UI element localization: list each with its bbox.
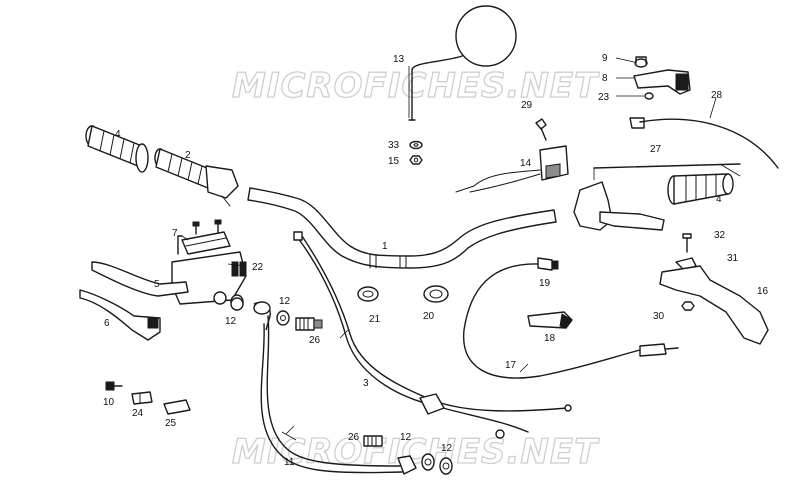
cable-boot	[527, 311, 573, 329]
callout-24: 24	[132, 408, 144, 419]
callout-19: 19	[539, 278, 551, 289]
throttle-grip	[154, 148, 239, 207]
cable-clamp-b	[423, 285, 449, 303]
callout-23: 23	[598, 92, 610, 103]
screw-small	[105, 381, 123, 391]
clutch-lever-left	[79, 289, 161, 341]
brake-lever	[91, 261, 189, 297]
banjo-bolt-a	[295, 317, 323, 331]
handlebar	[247, 187, 557, 269]
callout-20: 20	[423, 311, 435, 322]
right-controls	[573, 163, 741, 231]
callout-18: 18	[544, 333, 556, 344]
callout-28: 28	[711, 90, 723, 101]
banjo-bolt-b	[363, 435, 383, 447]
callout-9: 9	[602, 53, 608, 64]
clutch-lever-right	[659, 265, 769, 345]
callout-12-a: 12	[225, 316, 237, 327]
callout-30: 30	[653, 311, 665, 322]
callout-27: 27	[650, 144, 662, 155]
callout-13: 13	[393, 54, 405, 65]
banjo-washer-b	[276, 310, 290, 326]
callout-12-b: 12	[279, 296, 291, 307]
cable-end-boot	[163, 399, 191, 415]
choke-cable	[629, 97, 779, 169]
kill-switch	[455, 145, 569, 193]
callout-2: 2	[185, 150, 191, 161]
callout-29: 29	[521, 100, 533, 111]
callout-16: 16	[757, 286, 769, 297]
callout-12-d: 12	[441, 443, 453, 454]
callout-4-right: 4	[716, 194, 722, 205]
cable-clamp-a	[357, 286, 379, 302]
callout-7: 7	[172, 228, 178, 239]
callout-15: 15	[388, 156, 400, 167]
switch-pin	[131, 391, 153, 405]
watermark-top: MICROFICHES.NET	[232, 66, 600, 106]
clutch-cable	[463, 263, 679, 379]
banjo-washer-c	[421, 453, 435, 471]
callout-6: 6	[104, 318, 110, 329]
callout-26-b: 26	[348, 432, 360, 443]
mirror-nut	[409, 155, 423, 165]
throttle-cables	[293, 231, 572, 439]
lever-nut	[681, 301, 695, 311]
callout-5: 5	[154, 279, 160, 290]
bracket-clamp	[615, 56, 691, 100]
mirror-washer	[409, 140, 423, 150]
callout-31: 31	[727, 253, 739, 264]
callout-25: 25	[165, 418, 177, 429]
callout-14: 14	[520, 158, 532, 169]
callout-21: 21	[369, 314, 381, 325]
brake-hose	[253, 301, 417, 475]
callout-22: 22	[252, 262, 264, 273]
callout-26-a: 26	[309, 335, 321, 346]
callout-17: 17	[505, 360, 517, 371]
switch-bolt	[535, 118, 547, 141]
callout-33: 33	[388, 140, 400, 151]
callout-8: 8	[602, 73, 608, 84]
callout-3: 3	[363, 378, 369, 389]
callout-12-c: 12	[400, 432, 412, 443]
left-grip	[85, 125, 149, 173]
cable-adjuster	[537, 257, 559, 271]
callout-32: 32	[714, 230, 726, 241]
banjo-washer-a	[230, 297, 244, 311]
callout-11: 11	[284, 457, 295, 468]
mirror	[408, 5, 517, 121]
callout-10: 10	[103, 397, 115, 408]
callout-4-left: 4	[115, 129, 121, 140]
callout-1: 1	[382, 241, 388, 252]
brake-master-cylinder	[171, 219, 247, 310]
lever-pivot-bolt	[682, 233, 692, 253]
banjo-washer-d	[439, 457, 453, 475]
